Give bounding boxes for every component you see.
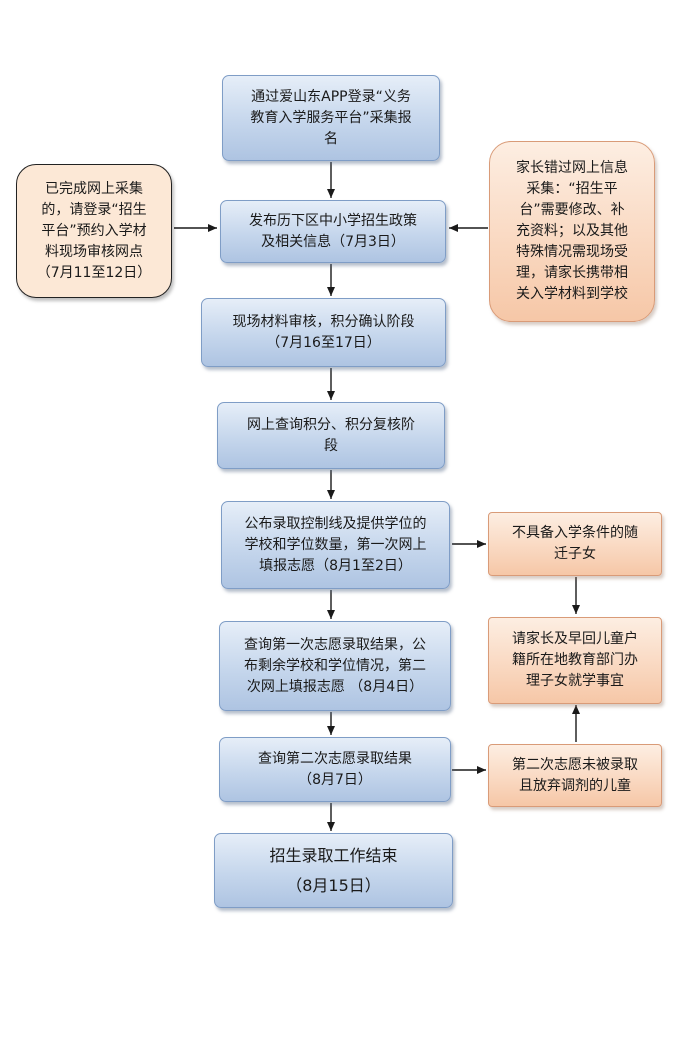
step-7-second-result: 查询第二次志愿录取结果 （8月7日） — [219, 737, 451, 802]
right-note-missed-collection: 家长错过网上信息 采集：“招生平 台”需要修改、补 充资料；以及其他 特殊情况需… — [489, 141, 655, 322]
step-3-text: 现场材料审核，积分确认阶段 （7月16至17日） — [232, 313, 415, 351]
step-5-first-application: 公布录取控制线及提供学位的 学校和学位数量，第一次网上 填报志愿（8月1至2日） — [221, 501, 450, 589]
side-a-text: 不具备入学条件的随 迁子女 — [512, 525, 638, 562]
step-4-points-query: 网上查询积分、积分复核阶 段 — [217, 402, 445, 469]
step-7-text: 查询第二次志愿录取结果 （8月7日） — [258, 750, 412, 788]
step-1-online-registration: 通过爱山东APP登录“义务 教育入学服务平台”采集报 名 — [222, 75, 440, 161]
left-note-text: 已完成网上采集 的，请登录“招生 平台”预约入学材 料现场审核网点 （7月11至… — [36, 180, 152, 281]
step-8-enrollment-end: 招生录取工作结束 （8月15日） — [214, 833, 453, 908]
right-note-text: 家长错过网上信息 采集：“招生平 台”需要修改、补 充资料；以及其他 特殊情况需… — [516, 160, 628, 302]
left-note-reservation: 已完成网上采集 的，请登录“招生 平台”预约入学材 料现场审核网点 （7月11至… — [16, 164, 172, 298]
step-1-text: 通过爱山东APP登录“义务 教育入学服务平台”采集报 名 — [250, 88, 412, 147]
side-c-not-admitted: 第二次志愿未被录取 且放弃调剂的儿童 — [488, 744, 662, 807]
side-b-text: 请家长及早回儿童户 籍所在地教育部门办 理子女就学事宜 — [512, 631, 638, 689]
side-c-text: 第二次志愿未被录取 且放弃调剂的儿童 — [512, 756, 638, 794]
step-5-text: 公布录取控制线及提供学位的 学校和学位数量，第一次网上 填报志愿（8月1至2日） — [244, 515, 427, 574]
side-a-ineligible-children: 不具备入学条件的随 迁子女 — [488, 512, 662, 576]
step-6-text: 查询第一次志愿录取结果，公 布剩余学校和学位情况，第二 次网上填报志愿 （8月4… — [244, 636, 426, 695]
step-6-second-application: 查询第一次志愿录取结果，公 布剩余学校和学位情况，第二 次网上填报志愿 （8月4… — [219, 621, 451, 711]
step-3-onsite-review: 现场材料审核，积分确认阶段 （7月16至17日） — [201, 298, 446, 367]
side-b-return-hometown: 请家长及早回儿童户 籍所在地教育部门办 理子女就学事宜 — [488, 617, 662, 704]
step-4-text: 网上查询积分、积分复核阶 段 — [247, 416, 415, 454]
step-2-text: 发布历下区中小学招生政策 及相关信息（7月3日） — [249, 212, 417, 250]
step-8-text: 招生录取工作结束 （8月15日） — [269, 845, 398, 895]
step-2-policy-release: 发布历下区中小学招生政策 及相关信息（7月3日） — [220, 200, 446, 263]
